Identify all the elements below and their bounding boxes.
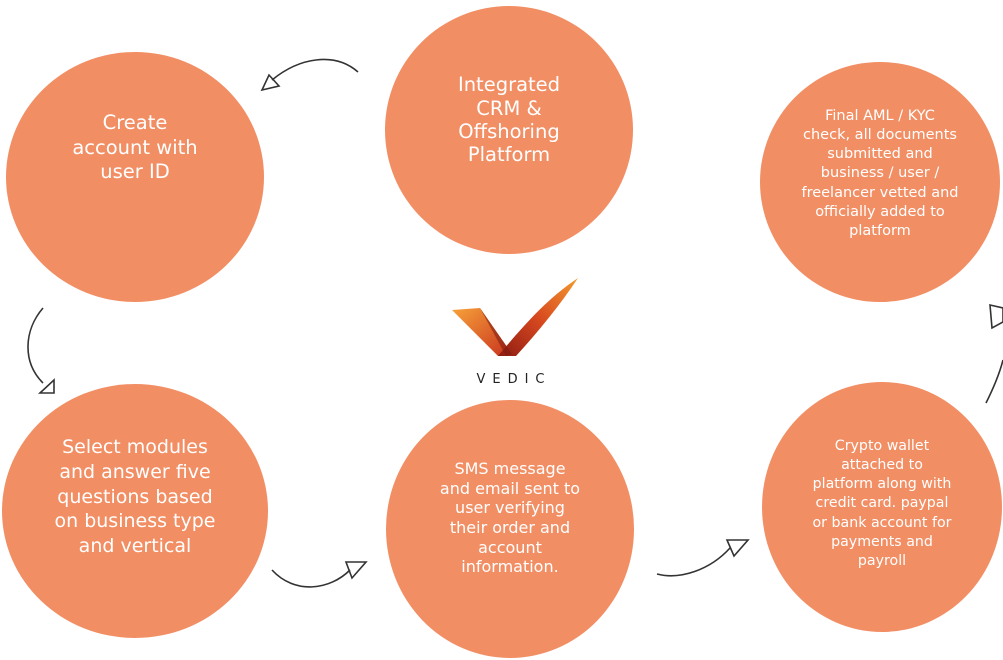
node-create-account-label: Create account with user ID [72,111,198,184]
arrowhead-sms-to-crypto [725,539,750,558]
arrowhead-create-to-select [37,378,55,394]
node-sms-message: SMS message and email sent to user verif… [386,400,634,658]
arrow-create-to-select [27,307,44,384]
vedic-logo: VEDIC [440,270,580,400]
node-platform-label: Integrated CRM & Offshoring Platform [457,73,561,167]
vedic-checkmark-icon [452,278,578,356]
arrow-sms-to-crypto [656,547,731,577]
node-create-account: Create account with user ID [6,52,264,302]
node-final-check: Final AML / KYC check, all documents sub… [760,62,1000,302]
node-sms-message-label: SMS message and email sent to user verif… [439,458,581,577]
arrow-crypto-to-final [985,359,1003,404]
node-select-modules: Select modules and answer five questions… [2,384,268,638]
arrow-select-to-sms [271,569,351,588]
arrowhead-platform-to-create [260,73,281,92]
node-crypto-wallet: Crypto wallet attached to platform along… [762,382,1002,632]
arrowhead-select-to-sms [344,561,368,580]
node-crypto-wallet-label: Crypto wallet attached to platform along… [812,437,952,569]
vedic-wordmark: VEDIC [476,372,552,387]
node-select-modules-label: Select modules and answer five questions… [54,436,216,558]
node-final-check-label: Final AML / KYC check, all documents sub… [801,107,959,240]
node-integrated-platform: Integrated CRM & Offshoring Platform [385,6,633,254]
arrow-platform-to-create [271,58,359,81]
arrowhead-crypto-to-final [989,303,1003,330]
